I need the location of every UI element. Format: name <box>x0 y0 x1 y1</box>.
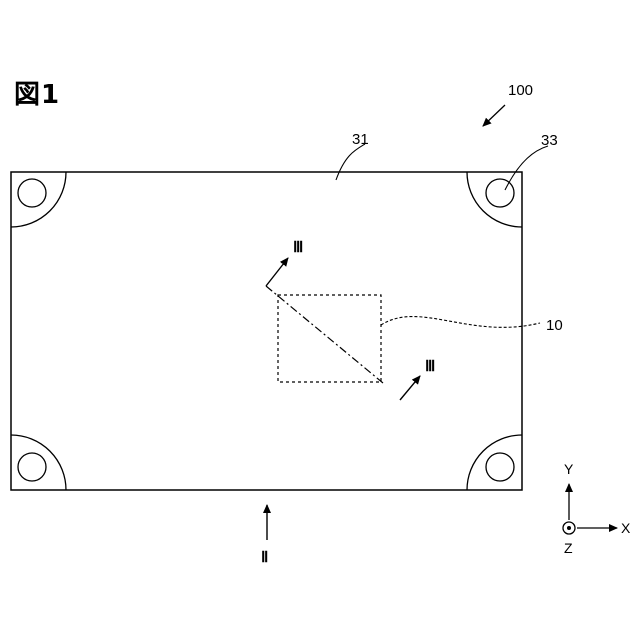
label-10: 10 <box>546 317 563 334</box>
leader-100 <box>483 105 505 126</box>
body-outline <box>11 172 522 490</box>
leader-33 <box>505 146 548 190</box>
label-section-bottom: Ⅲ <box>425 359 435 375</box>
section-line <box>266 286 383 383</box>
label-33: 33 <box>541 132 558 149</box>
corner-top-right <box>467 172 522 227</box>
axis-x-label: X <box>621 520 631 536</box>
corner-bottom-left <box>11 435 66 490</box>
label-100: 100 <box>508 82 533 99</box>
coordinate-axes: Y X Z <box>563 461 631 556</box>
label-31: 31 <box>352 131 369 148</box>
section-arrow-top <box>266 258 288 286</box>
leader-31 <box>336 144 365 180</box>
section-arrow-bottom <box>400 376 420 400</box>
axis-z-label: Z <box>564 540 573 556</box>
label-view: Ⅱ <box>261 550 268 566</box>
label-section-top: Ⅲ <box>293 240 303 256</box>
corner-bottom-right <box>467 435 522 490</box>
leader-10 <box>381 317 540 328</box>
axis-y-label: Y <box>564 461 574 477</box>
corner-top-left <box>11 172 66 227</box>
